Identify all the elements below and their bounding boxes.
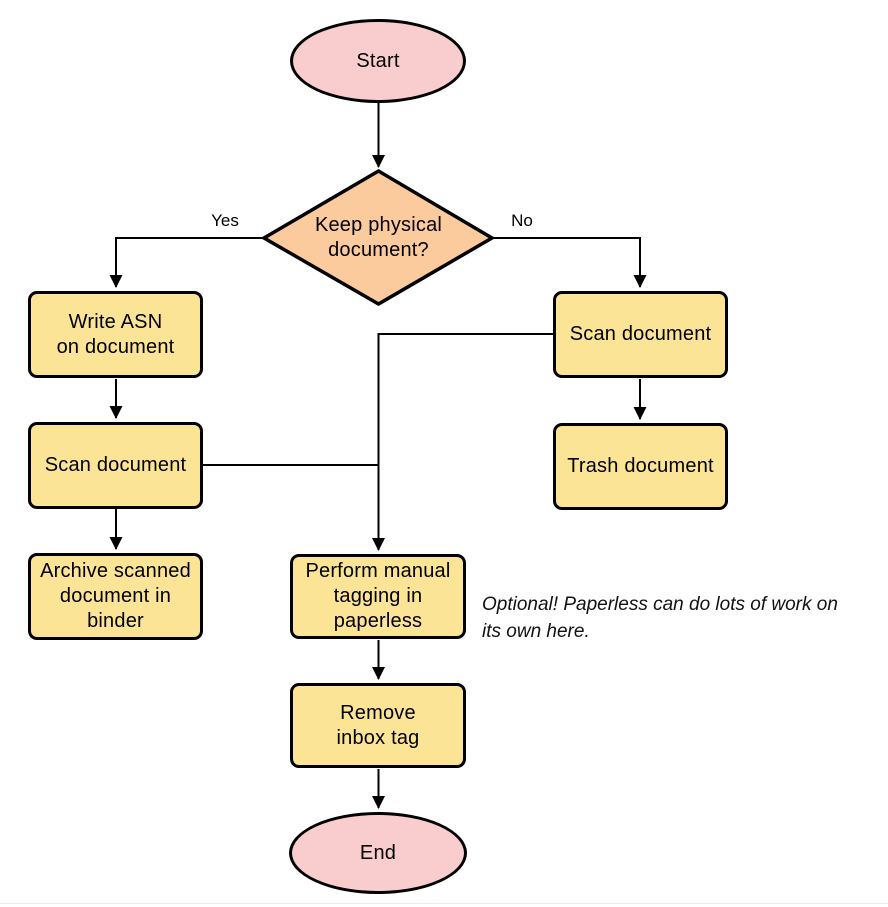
node-decision-label: Keep physical document? bbox=[314, 214, 443, 261]
edge-scan-right-to-tagging bbox=[372, 333, 553, 551]
edge-label-yes: Yes bbox=[211, 211, 239, 230]
node-remove-inbox-tag: Remove inbox tag bbox=[290, 683, 466, 768]
node-end: End bbox=[289, 812, 467, 894]
edge-decision-no-to-scan-right bbox=[492, 237, 647, 288]
node-scan-document-right: Scan document bbox=[553, 291, 728, 378]
node-scan-document-left: Scan document bbox=[28, 422, 203, 509]
node-start: Start bbox=[290, 19, 466, 103]
node-archive-scanned: Archive scanned document in binder bbox=[28, 553, 203, 640]
node-trash-document: Trash document bbox=[553, 423, 728, 510]
decision-diamond-shape bbox=[260, 168, 496, 307]
node-manual-tagging: Perform manual tagging in paperless bbox=[290, 554, 466, 639]
annotation-optional-note: Optional! Paperless can do lots of work … bbox=[482, 594, 838, 642]
page-bottom-divider bbox=[0, 903, 888, 904]
node-write-asn: Write ASN on document bbox=[28, 291, 203, 378]
edge-decision-yes-to-write-asn bbox=[109, 237, 264, 288]
edge-label-no: No bbox=[511, 211, 533, 230]
